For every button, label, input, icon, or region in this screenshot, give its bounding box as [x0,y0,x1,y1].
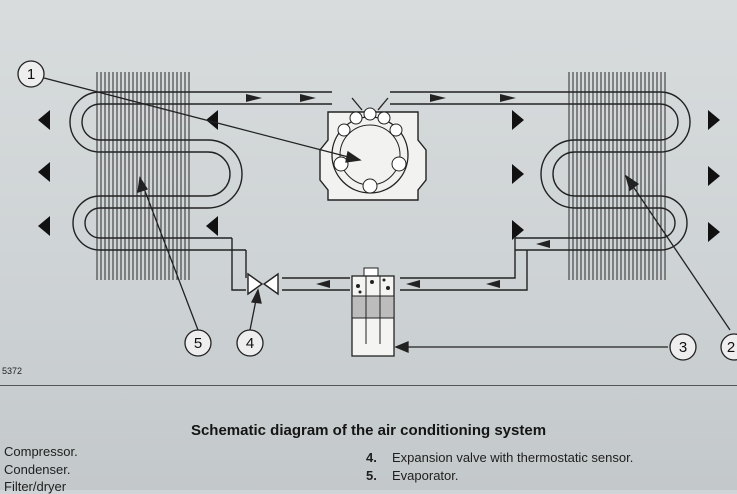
flow-arrows [246,94,550,288]
diagram-caption: Schematic diagram of the air conditionin… [190,422,547,439]
legend-text: Compressor. [4,444,78,459]
condenser-coil [390,91,691,251]
ac-schematic-diagram: 1 5 4 3 2 [17,60,737,361]
callout-3: 3 [669,333,697,361]
filter-dryer [351,267,395,357]
evaporator-coil [69,91,332,251]
callout-2-label: 2 [727,339,735,356]
divider [0,385,737,386]
legend-text: Expansion valve with thermostatic sensor… [392,450,634,465]
callout-4-label: 4 [246,335,254,352]
callout-3-label: 3 [679,339,687,356]
legend-item-filter-dryer: Filter/dryer [4,479,66,494]
legend-item-condenser: Condenser. [4,462,71,477]
legend-number: 4. [366,450,377,465]
legend-item-expansion-valve: 4. Expansion valve with thermostatic sens… [366,450,633,465]
callout-1-label: 1 [27,66,35,83]
expansion-valve [247,272,279,296]
callout-5: 5 [184,329,212,357]
callout-2: 2 [720,333,737,361]
evaporator-fins [96,72,192,280]
legend-item-compressor: Compressor. [4,444,78,459]
callout-1: 1 [17,60,45,88]
legend-text: Evaporator. [392,468,459,483]
liquid-line [231,238,528,291]
callout-4: 4 [236,329,264,357]
legend-text: Condenser. [4,462,71,477]
callout-5-label: 5 [194,335,202,352]
legend-number: 5. [366,468,377,483]
condenser-fins [566,72,666,280]
legend-item-evaporator: 5. Evaporator. [366,468,459,483]
leader-lines [43,77,731,353]
legend-text: Filter/dryer [4,479,67,494]
figure-number: 5372 [2,366,23,376]
compressor [319,97,427,201]
airflow-arrows [38,110,720,242]
